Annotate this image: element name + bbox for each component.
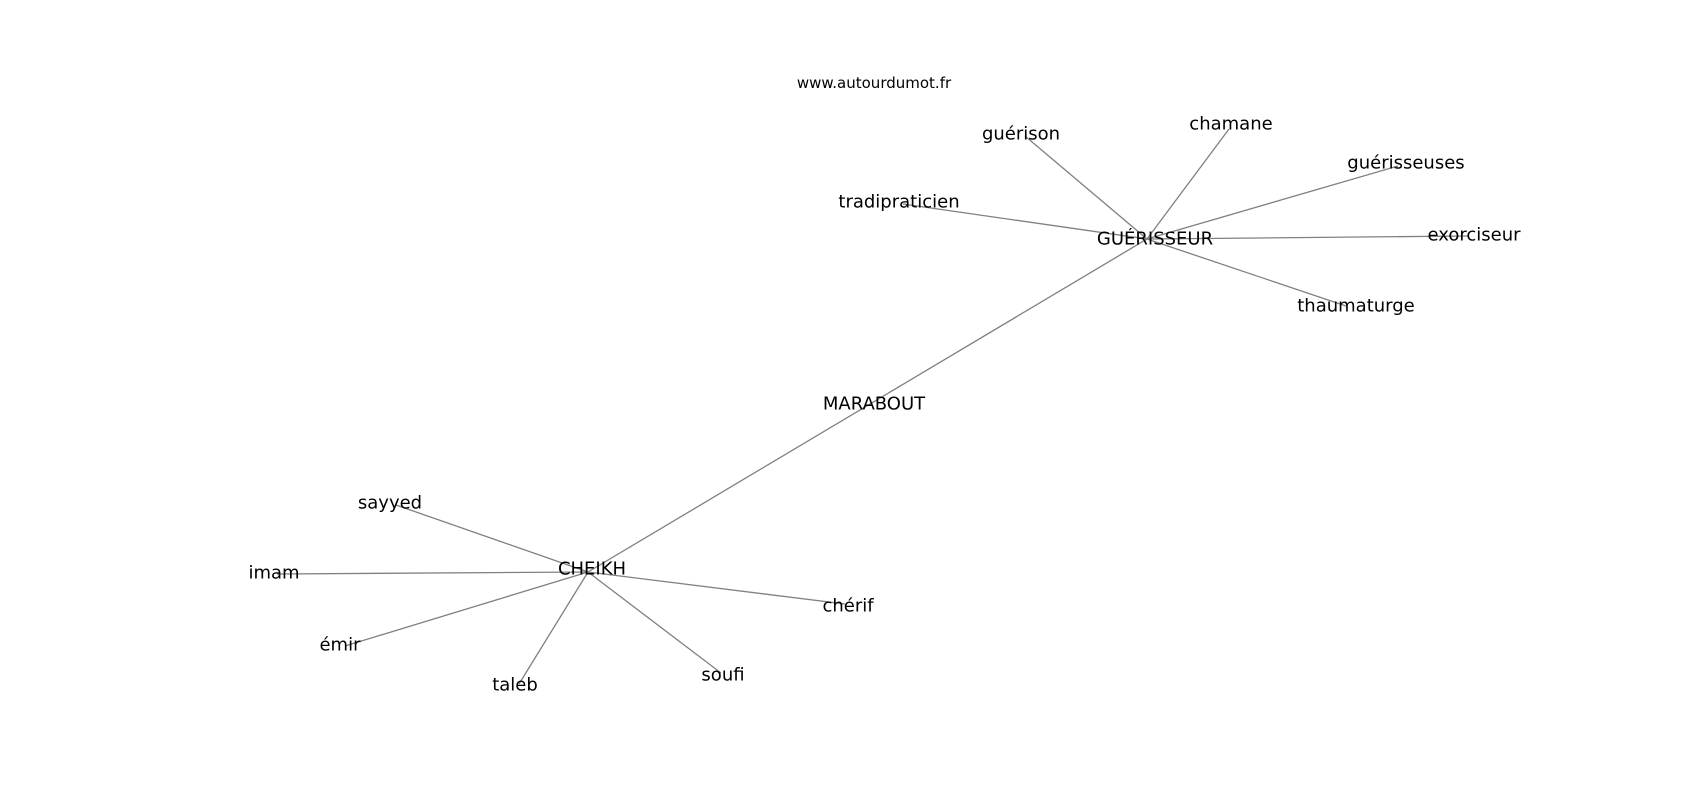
edge-guerisseur-cheikh	[587, 238, 1148, 573]
node-marabout[interactable]: MARABOUT	[823, 394, 926, 415]
edge-guerisseur-guerisseuses	[1146, 165, 1399, 240]
node-soufi[interactable]: soufi	[701, 665, 744, 686]
edge-cheikh-imam	[276, 571, 589, 575]
edge-guerisseur-exorciseur	[1146, 235, 1469, 240]
node-thaumaturge[interactable]: thaumaturge	[1297, 296, 1415, 317]
node-exorciseur[interactable]: exorciseur	[1427, 225, 1521, 246]
edge-cheikh-sayyed	[395, 504, 589, 573]
node-cheikh[interactable]: CHEIKH	[558, 559, 626, 580]
node-taleb[interactable]: taleb	[492, 675, 538, 696]
edge-guerisseur-tradipraticien	[902, 203, 1148, 240]
edge-guerisseur-guerison	[1024, 135, 1148, 240]
node-guerisseuses[interactable]: guérisseuses	[1347, 153, 1464, 174]
edge-cheikh-taleb	[518, 571, 589, 685]
edge-cheikh-cherif	[587, 571, 846, 605]
site-url: www.autourdumot.fr	[797, 74, 952, 92]
edge-cheikh-emir	[344, 571, 589, 647]
node-emir[interactable]: émir	[319, 635, 361, 656]
node-sayyed[interactable]: sayyed	[358, 493, 422, 514]
graph-edges	[276, 128, 1469, 685]
graph-nodes: MARABOUT GUÉRISSEUR CHEIKH guérison chamane g…	[248, 114, 1521, 696]
edge-guerisseur-chamane	[1146, 128, 1230, 240]
edge-guerisseur-thaumaturge	[1146, 238, 1347, 307]
node-guerison[interactable]: guérison	[982, 124, 1060, 145]
node-imam[interactable]: imam	[248, 563, 299, 584]
node-tradipraticien[interactable]: tradipraticien	[838, 192, 959, 213]
edge-cheikh-soufi	[587, 571, 722, 674]
node-guerisseur[interactable]: GUÉRISSEUR	[1097, 228, 1213, 250]
node-chamane[interactable]: chamane	[1189, 114, 1272, 135]
node-cherif[interactable]: chérif	[822, 596, 874, 617]
